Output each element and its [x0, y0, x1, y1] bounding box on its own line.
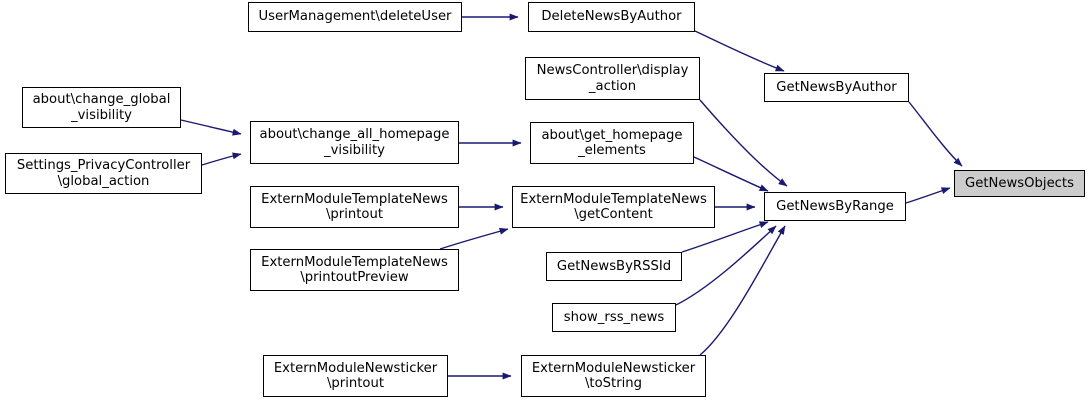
graph-node-getNewsObjects[interactable]: GetNewsObjects — [954, 170, 1085, 197]
graph-node-externModuleTemplateNewsPrintoutPreview[interactable]: ExternModuleTemplateNews \printoutPrevie… — [250, 249, 459, 291]
graph-node-externModuleNewstickerPrintout[interactable]: ExternModuleNewsticker \printout — [263, 355, 448, 397]
graph-node-userManagementDeleteUser[interactable]: UserManagement\deleteUser — [248, 2, 462, 32]
edge-newsControllerDisplayAction-to-getNewsByRange — [699, 99, 788, 187]
graph-node-externModuleNewstickerToString[interactable]: ExternModuleNewsticker \toString — [521, 355, 706, 397]
edge-getNewsByRSSId-to-getNewsByRange — [681, 221, 769, 253]
graph-node-externModuleTemplateNewsPrintout[interactable]: ExternModuleTemplateNews \printout — [250, 186, 459, 228]
graph-node-deleteNewsByAuthor[interactable]: DeleteNewsByAuthor — [528, 2, 695, 32]
edge-externModuleNewstickerToString-to-getNewsByRange — [699, 225, 786, 356]
graph-node-settingsPrivacyControllerGlobalAction[interactable]: Settings_PrivacyController \global_actio… — [5, 153, 202, 194]
graph-node-getNewsByRange[interactable]: GetNewsByRange — [764, 192, 906, 221]
edge-getNewsByAuthor-to-getNewsObjects — [908, 101, 963, 167]
edge-paths — [180, 13, 963, 380]
graph-node-getNewsByAuthor[interactable]: GetNewsByAuthor — [764, 73, 909, 102]
graph-node-getNewsByRSSId[interactable]: GetNewsByRSSId — [546, 252, 682, 281]
edge-aboutGetHomepageElements-to-getNewsByRange — [693, 156, 769, 192]
graph-node-newsControllerDisplayAction[interactable]: NewsController\display _action — [525, 57, 700, 100]
edge-aboutChangeGlobalVisibility-to-aboutChangeAllHomepageVisibility — [180, 119, 242, 136]
graph-node-externModuleTemplateNewsGetContent[interactable]: ExternModuleTemplateNews \getContent — [512, 186, 715, 228]
graph-node-aboutChangeAllHomepageVisibility[interactable]: about\change_all_homepage _visibility — [250, 121, 459, 164]
edge-showRssNews-to-getNewsByRange — [675, 225, 777, 306]
graph-node-aboutChangeGlobalVisibility[interactable]: about\change_global _visibility — [22, 87, 181, 128]
edge-settingsPrivacyControllerGlobalAction-to-aboutChangeAllHomepageVisibility — [201, 152, 242, 166]
graph-node-aboutGetHomepageElements[interactable]: about\get_homepage _elements — [530, 122, 694, 164]
edge-externModuleTemplateNewsPrintoutPreview-to-externModuleTemplateNewsGetContent — [439, 227, 509, 250]
edge-deleteNewsByAuthor-to-getNewsByAuthor — [694, 30, 785, 72]
edge-getNewsByRange-to-getNewsObjects — [905, 187, 951, 204]
graph-node-showRssNews[interactable]: show_rss_news — [552, 303, 676, 332]
